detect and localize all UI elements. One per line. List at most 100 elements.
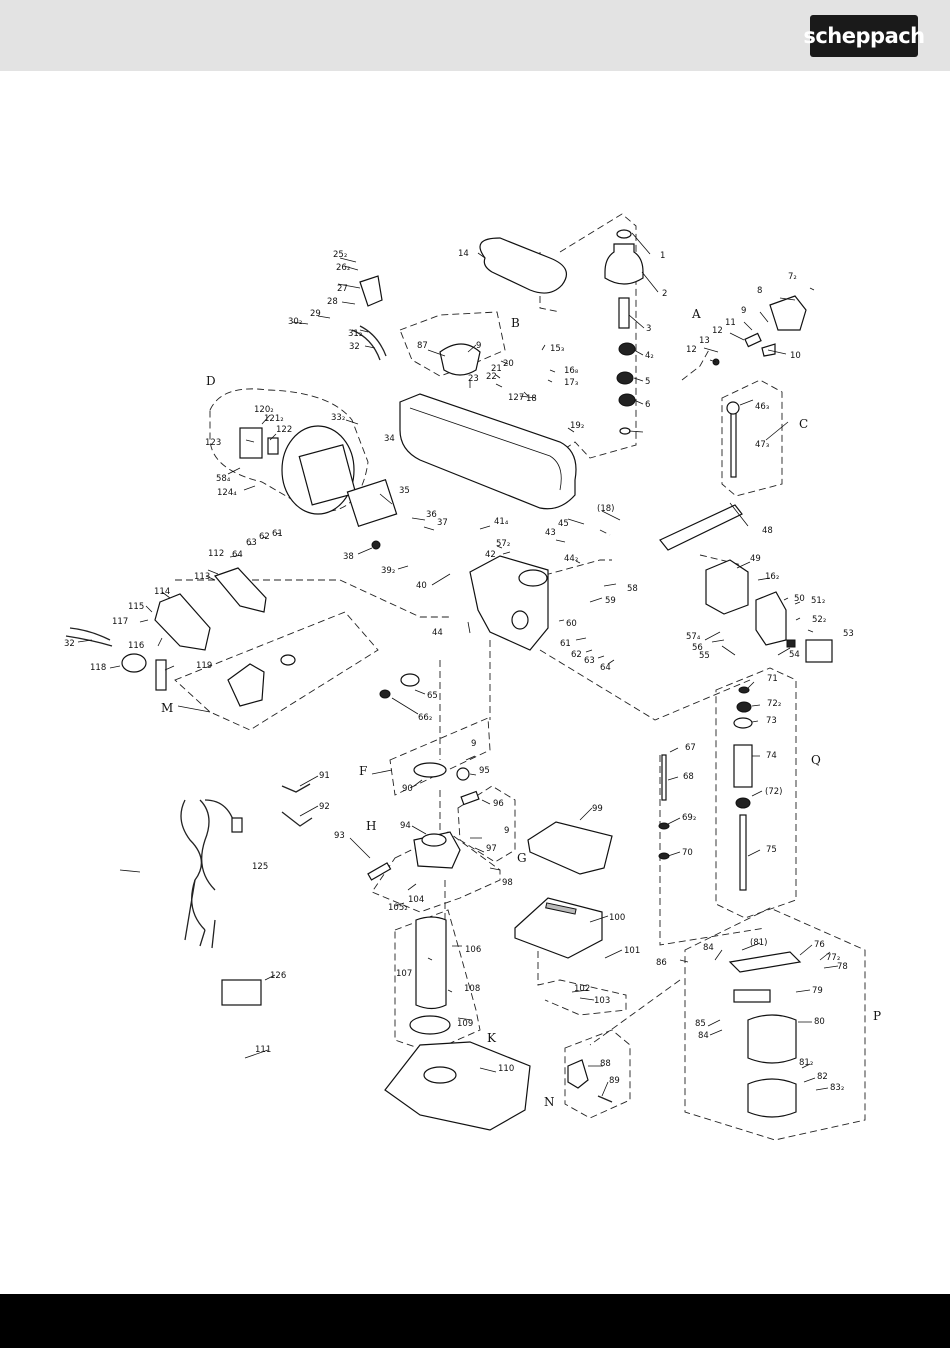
part-label: 26₂ (336, 263, 350, 273)
part-label: 42 (485, 550, 496, 560)
part-label: 43 (545, 528, 556, 538)
part-label: 6 (645, 400, 650, 410)
part-label: 61 (560, 639, 571, 649)
part-label: 33₂ (331, 413, 345, 423)
plug (231, 817, 243, 833)
guard-bracket-76 (728, 951, 802, 973)
guard-shield-82 (747, 1078, 797, 1118)
part-label: 63 (584, 656, 595, 666)
part-label: (72) (765, 787, 782, 797)
quill-bearing-72b (735, 797, 751, 809)
switch-assembly (227, 663, 265, 707)
part-label: 16₂ (765, 572, 779, 582)
part-label: 122 (276, 425, 292, 435)
part-label: 110 (498, 1064, 514, 1074)
part-label: 16₈ (564, 366, 579, 376)
part-label: 40 (416, 581, 427, 591)
part-label: 13 (699, 336, 710, 346)
switch-pin-119 (155, 659, 167, 691)
spindle-75 (739, 814, 747, 891)
group-k-outline (394, 909, 481, 1053)
part-label: 85 (695, 1019, 706, 1029)
part-label: (18) (597, 504, 614, 514)
group-label-h: H (366, 819, 376, 833)
spindle-pulley-nut (616, 229, 632, 239)
part-label: 90 (402, 784, 413, 794)
part-label: 32 (349, 342, 360, 352)
part-label: 29 (310, 309, 321, 319)
column-107 (415, 916, 447, 1010)
part-label: 77₂ (826, 953, 840, 963)
table-slot (545, 902, 577, 915)
part-label: 78 (837, 962, 848, 972)
part-label: 22 (486, 372, 497, 382)
group-q-outline (715, 667, 797, 919)
part-label: 51₂ (811, 596, 825, 606)
group-label-n: N (544, 1095, 555, 1109)
group-label-k: K (487, 1031, 497, 1045)
hex-key-91 (281, 783, 311, 793)
bearing-upper (618, 342, 636, 356)
part-label: 67 (685, 743, 696, 753)
part-label: 18 (526, 394, 537, 404)
motor-bolt (371, 540, 381, 550)
part-label: 95 (479, 766, 490, 776)
group-label-b: B (511, 316, 520, 330)
part-label: 123 (205, 438, 221, 448)
part-number-labels: 1 2 3 4₂ 5 6 7₂ 8 9 10 11 12 12 13 14 15… (64, 249, 854, 1093)
part-label: 118 (90, 663, 106, 673)
belt-guard-inner (409, 407, 562, 491)
power-cord (180, 799, 237, 931)
part-label: 81₂ (799, 1058, 813, 1068)
guard-shield-80 (747, 1014, 797, 1064)
clamp-lever-93 (367, 862, 392, 881)
part-label: 103 (594, 996, 610, 1006)
motor-pulley (439, 343, 481, 376)
switch-button-118 (121, 653, 147, 673)
part-label: 88 (600, 1059, 611, 1069)
switch-housing (769, 295, 807, 331)
part-label: 115 (128, 602, 144, 612)
group-h-outline (371, 831, 501, 913)
part-label: 17₃ (564, 378, 578, 388)
part-label: 46₃ (755, 402, 769, 412)
switch-plate-114 (154, 593, 211, 651)
part-label: 65 (427, 691, 438, 701)
part-label: 91 (319, 771, 330, 781)
feed-shaft (659, 504, 743, 551)
part-label: 58₄ (216, 474, 231, 484)
belt-guard (399, 393, 577, 510)
part-label: 48 (762, 526, 773, 536)
part-label: 50 (794, 594, 805, 604)
part-label: 12 (686, 345, 697, 355)
part-label: 108 (464, 984, 480, 994)
part-label: 99 (592, 804, 603, 814)
part-label: 114 (154, 587, 170, 597)
part-label: 124₄ (217, 488, 237, 498)
part-label: 87 (417, 341, 428, 351)
motor-mount-plate (346, 478, 398, 528)
part-label: 62 (259, 532, 270, 542)
part-label: 14 (458, 249, 469, 259)
part-label: 19₂ (570, 421, 584, 431)
part-label: 36 (426, 510, 437, 520)
knob (726, 401, 740, 415)
part-label: 8 (757, 286, 762, 296)
leaders (77, 232, 839, 1097)
hex-key-92 (281, 811, 313, 827)
part-label: 112 (208, 549, 224, 559)
lock-nut (379, 689, 391, 699)
group-label-f: F (359, 764, 367, 778)
part-label: 94 (400, 821, 411, 831)
depth-nut-70 (658, 852, 670, 860)
depth-nut-69 (658, 822, 670, 830)
part-label: 106 (465, 945, 481, 955)
part-label: (81) (750, 938, 767, 948)
part-label: 104 (408, 895, 424, 905)
part-label: 66₂ (418, 713, 432, 723)
motor-plate (298, 444, 357, 506)
part-label: 41₄ (494, 517, 509, 527)
part-label: 93 (334, 831, 345, 841)
power-cord-tail (184, 879, 216, 949)
part-label: 28 (327, 297, 338, 307)
